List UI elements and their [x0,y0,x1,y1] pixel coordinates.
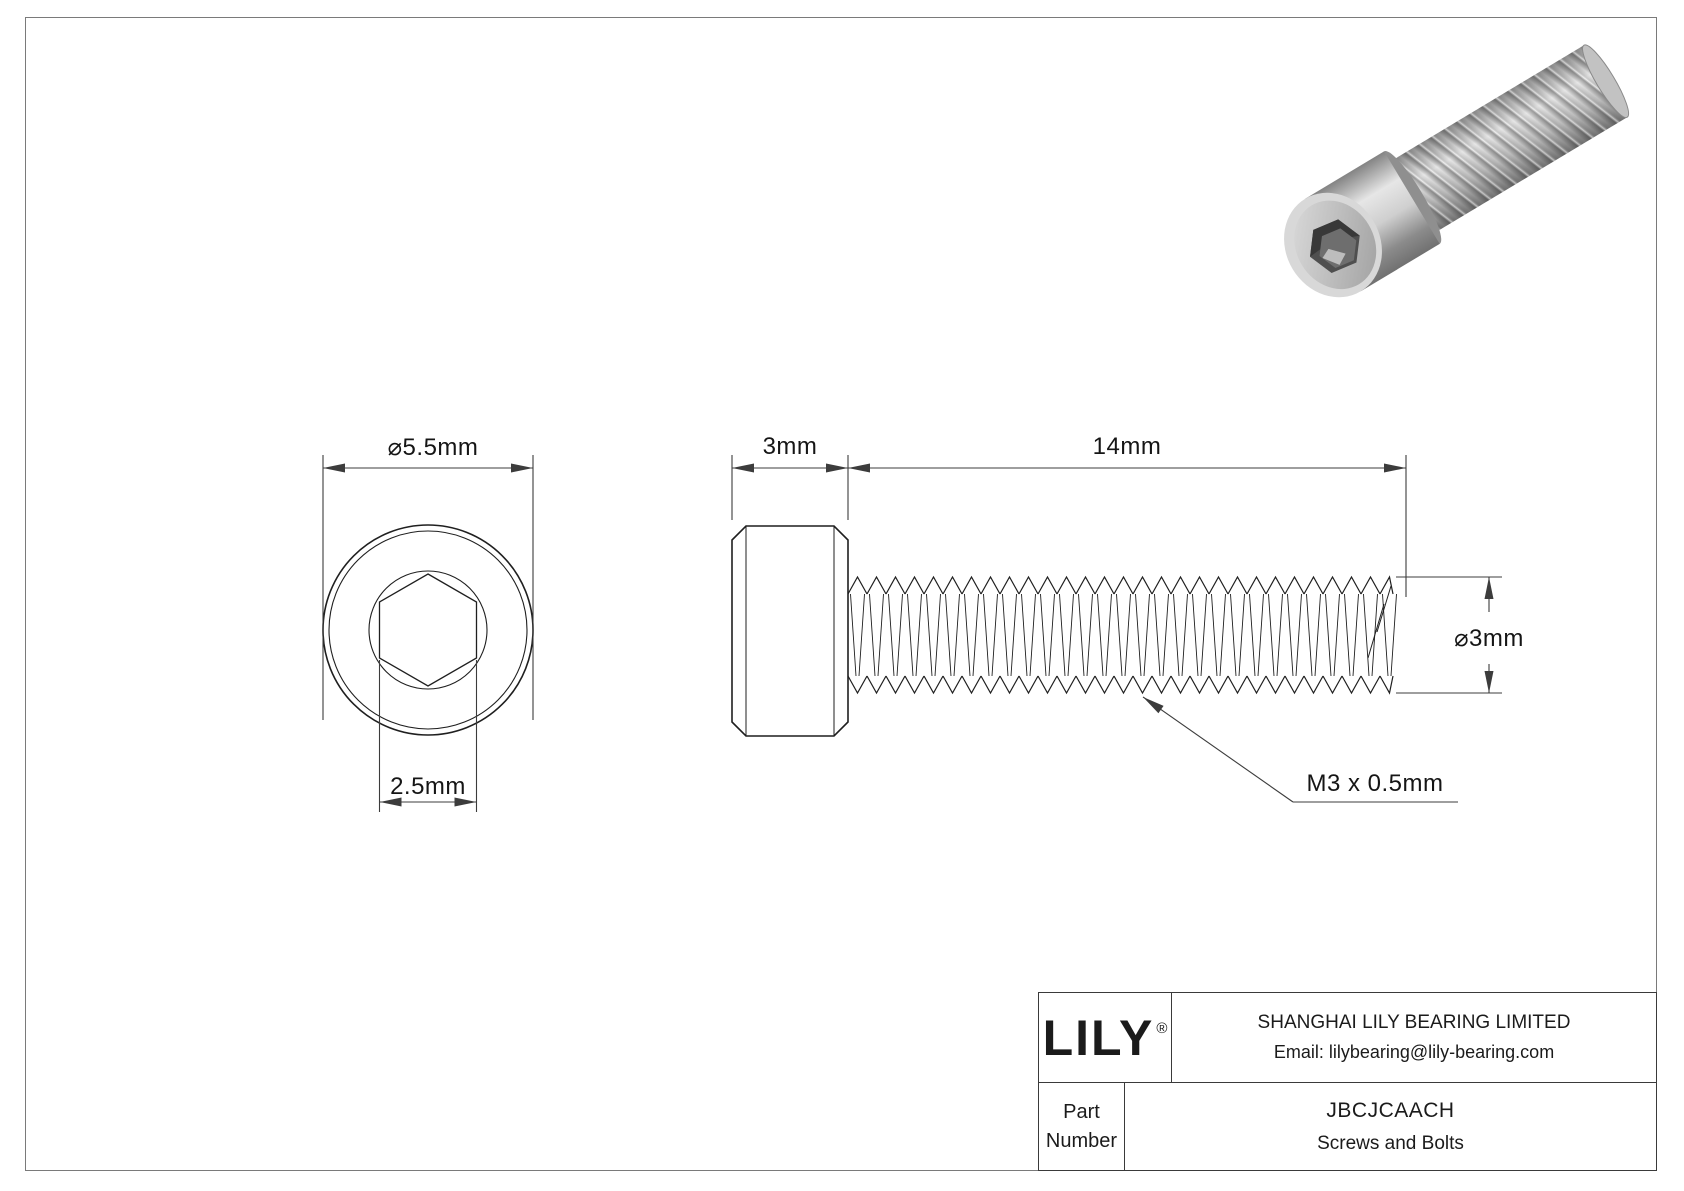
registered-trademark-icon: ® [1156,1019,1170,1037]
title-block-top-row: LILY® SHANGHAI LILY BEARING LIMITED Emai… [1039,993,1656,1083]
head-chamfer-circle [328,530,528,730]
shaft-thread-texture [1386,45,1628,236]
part-number-value-cell: JBCJCAACH Screws and Bolts [1125,1083,1656,1170]
logo-cell: LILY® [1039,993,1172,1082]
hex-socket-outline [378,573,478,687]
part-label-line1: Part [1063,1100,1100,1123]
outer-diameter-dimension [322,455,534,720]
part-category: Screws and Bolts [1317,1132,1464,1154]
thread-crest-bottom [847,675,1394,695]
logo-text: LILY [1042,1009,1155,1066]
arrowhead [732,463,754,473]
arrowhead [848,463,870,473]
shaft-tip-3d [1582,44,1630,119]
shaft-diameter-label: ⌀3mm [1454,625,1524,652]
outer-diameter-label: ⌀5.5mm [387,434,479,461]
lily-logo: LILY® [1043,1013,1168,1063]
thread-flanks [850,593,1397,677]
thread-length-label: 14mm [1092,433,1162,460]
arrowhead [323,463,345,473]
socket-width-label: 2.5mm [390,773,466,800]
arrowhead [826,463,848,473]
arrowhead [1484,671,1494,693]
part-label-line2: Number [1045,1129,1118,1152]
hex-socket-3d [1310,219,1360,274]
screw-head-outline [731,525,849,737]
arrowhead [379,797,402,807]
thread-crest-top [847,575,1394,595]
drawing-sheet-border [25,17,1657,1171]
thread-spec-leader [1142,696,1458,803]
thread-length-dimension [848,455,1407,597]
title-block: LILY® SHANGHAI LILY BEARING LIMITED Emai… [1038,992,1657,1171]
screw-3d-render [1284,44,1630,298]
arrowhead [1484,577,1494,599]
head-length-label: 3mm [762,433,818,460]
arrowhead [454,797,477,807]
part-number-label-cell: Part Number [1039,1083,1125,1170]
side-view [731,455,1502,803]
thread-runout [1367,585,1392,659]
socket-drill-circle [368,570,488,690]
company-name: SHANGHAI LILY BEARING LIMITED [1257,1012,1571,1033]
arrowhead [511,463,533,473]
title-block-bottom-row: Part Number JBCJCAACH Screws and Bolts [1039,1083,1656,1170]
part-number-value: JBCJCAACH [1326,1098,1455,1122]
thread-spec-label: M3 x 0.5mm [1306,770,1444,797]
arrowhead [1143,697,1164,714]
arrowhead [1384,463,1406,473]
front-view [322,455,534,812]
head-outer-circle [322,524,534,736]
company-email: Email: lilybearing@lily-bearing.com [1273,1042,1555,1062]
company-cell: SHANGHAI LILY BEARING LIMITED Email: lil… [1172,993,1656,1082]
